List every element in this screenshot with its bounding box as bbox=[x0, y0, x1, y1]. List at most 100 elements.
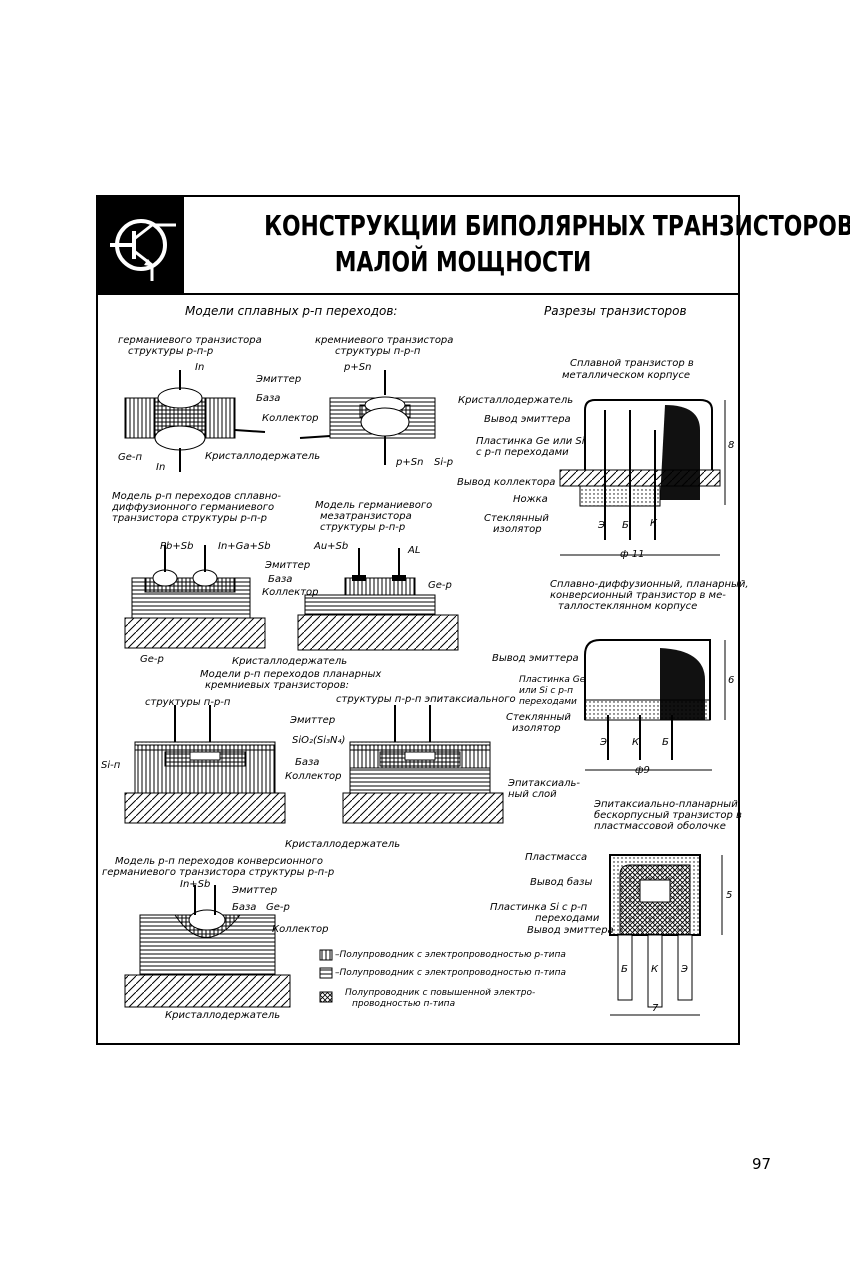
t1-plate-1: Пластинка Ge или Si bbox=[476, 436, 585, 447]
t3-plastic: Пластмасса bbox=[525, 852, 588, 863]
t1-title-1: Сплавной транзистор в bbox=[570, 358, 694, 369]
planar-title-1: Модели р-п переходов планарных bbox=[200, 669, 382, 680]
label-insb: In+Sb bbox=[180, 879, 211, 890]
left-section-title: Модели сплавных р-п переходов: bbox=[185, 304, 398, 318]
alloy-diffusion-model bbox=[124, 545, 266, 649]
page-frame: КОНСТРУКЦИИ БИПОЛЯРНЫХ ТРАНЗИСТОРОВ МАЛО… bbox=[96, 195, 850, 1045]
t3-plate-1: Пластинка Si с р-п bbox=[490, 902, 588, 913]
page-title-line2: МАЛОЙ МОЩНОСТИ bbox=[334, 245, 592, 278]
t2-pin-e: Э bbox=[600, 737, 607, 748]
transistor-metal-glass-case bbox=[584, 639, 726, 771]
label-epi-2: ный слой bbox=[508, 789, 557, 800]
legend-p-type: –Полупроводник с электропроводностью р-т… bbox=[335, 950, 566, 960]
label-holder: Кристаллодержатель bbox=[205, 451, 321, 462]
germ-title-2: структуры р-п-р bbox=[128, 346, 214, 357]
label-holder4: Кристаллодержатель bbox=[165, 1010, 281, 1021]
t1-leg: Ножка bbox=[513, 494, 548, 505]
mesa-title-1: Модель германиевого bbox=[315, 500, 433, 511]
label-holder3: Кристаллодержатель bbox=[285, 839, 401, 850]
diff-title-1: Модель р-п переходов сплавно- bbox=[112, 491, 281, 502]
label-in-bottom: In bbox=[156, 462, 166, 473]
t2-plate-2: или Si с р-п bbox=[519, 686, 574, 696]
conv-title-1: Модель р-п переходов конверсионного bbox=[115, 856, 324, 867]
legend-n-plus-2: проводностью п-типа bbox=[352, 999, 456, 1009]
alloy-germanium-model bbox=[124, 370, 266, 472]
label-base4: База bbox=[232, 902, 257, 913]
t1-collector-lead: Вывод коллектора bbox=[457, 477, 556, 488]
planar-model-1 bbox=[124, 705, 286, 824]
t1-holder: Кристаллодержатель bbox=[458, 395, 574, 406]
t1-title-2: металлическом корпусе bbox=[562, 370, 690, 381]
t3-base-lead: Вывод базы bbox=[530, 877, 593, 888]
label-emitter2: Эмиттер bbox=[265, 560, 311, 571]
diff-title-3: транзистора структуры р-п-р bbox=[112, 513, 267, 524]
label-psn-top: р+Sn bbox=[344, 362, 372, 373]
transistor-logo bbox=[98, 197, 184, 293]
t3-emitter-lead: Вывод эмиттера bbox=[527, 925, 614, 936]
conv-title-2: германиевого транзистора структуры р-п-р bbox=[102, 867, 335, 878]
planar-npn: структуры п-р-п bbox=[145, 697, 231, 708]
germ-title-1: германиевого транзистора bbox=[118, 335, 262, 346]
mesa-title-2: мезатранзистора bbox=[320, 511, 412, 522]
t3-dim-h: 5 bbox=[726, 890, 733, 901]
planar-model-2 bbox=[342, 705, 504, 824]
label-holder2: Кристаллодержатель bbox=[232, 656, 348, 667]
label-ingasb: In+Ga+Sb bbox=[218, 541, 271, 552]
transistor-plastic-package bbox=[609, 854, 723, 1016]
label-collector3: Коллектор bbox=[285, 771, 342, 782]
label-pbsb: Pb+Sb bbox=[160, 541, 194, 552]
legend-swatch-n bbox=[319, 967, 333, 979]
planar-epi: структуры п-р-п эпитаксиального bbox=[336, 694, 516, 705]
t2-title-1: Сплавно-диффузионный, планарный, bbox=[550, 579, 749, 590]
transistor-symbol-icon bbox=[110, 219, 176, 281]
alloy-silicon-model bbox=[299, 370, 436, 465]
label-base2: База bbox=[268, 574, 293, 585]
t2-dim-d: ф9 bbox=[635, 765, 650, 776]
si-title-2: структуры п-р-п bbox=[335, 346, 421, 357]
conversion-model bbox=[124, 885, 291, 1008]
t2-pin-b: Б bbox=[662, 737, 669, 748]
t1-pin-e: Э bbox=[598, 520, 605, 531]
t2-plate-1: Пластинка Ge bbox=[519, 675, 586, 685]
label-gep3: Ge-р bbox=[266, 902, 290, 913]
label-al: AL bbox=[408, 545, 421, 556]
label-si-p: Si-р bbox=[434, 457, 454, 468]
label-sin: Si-п bbox=[101, 760, 121, 771]
t3-pin-b: Б bbox=[621, 964, 628, 975]
label-collector4: Коллектор bbox=[272, 924, 329, 935]
label-in-top: In bbox=[195, 362, 205, 373]
t1-pin-b: Б bbox=[622, 520, 629, 531]
label-collector: Коллектор bbox=[262, 413, 319, 424]
page-number: 97 bbox=[752, 1155, 772, 1173]
t3-pin-k: К bbox=[651, 964, 659, 975]
t3-dim-w: 7 bbox=[652, 1003, 659, 1014]
label-sio2: SiO₂(Si₃N₄) bbox=[292, 735, 346, 746]
header: КОНСТРУКЦИИ БИПОЛЯРНЫХ ТРАНЗИСТОРОВ МАЛО… bbox=[98, 197, 850, 295]
mesa-model bbox=[297, 548, 459, 651]
t1-pin-k: К bbox=[650, 518, 658, 529]
t3-plate-2: переходами bbox=[535, 913, 600, 924]
t1-emitter-lead: Вывод эмиттера bbox=[484, 414, 571, 425]
legend-n-plus-1: Полупроводник с повышенной электро- bbox=[345, 988, 536, 998]
label-emitter4: Эмиттер bbox=[232, 885, 278, 896]
mesa-title-3: структуры р-п-р bbox=[320, 522, 406, 533]
t2-emitter-lead: Вывод эмиттера bbox=[492, 653, 579, 664]
label-ausb: Au+Sb bbox=[314, 541, 349, 552]
label-emitter3: Эмиттер bbox=[290, 715, 336, 726]
label-gep2: Ge-р bbox=[140, 654, 164, 665]
t3-title-3: пластмассовой оболочке bbox=[594, 821, 726, 832]
t1-dim-h: 8 bbox=[728, 440, 735, 451]
t3-title-2: бескорпусный транзистор в bbox=[594, 810, 742, 821]
diff-title-2: диффузионного германиевого bbox=[112, 502, 275, 513]
t2-plate-3: переходами bbox=[519, 697, 577, 707]
t2-pin-k: К bbox=[632, 737, 640, 748]
t2-glass-1: Стеклянный bbox=[506, 712, 571, 723]
t3-title-1: Эпитаксиально-планарный bbox=[594, 799, 738, 810]
legend-swatch-p bbox=[319, 949, 333, 961]
t1-glass-1: Стеклянный bbox=[484, 513, 549, 524]
label-collector2: Коллектор bbox=[262, 587, 319, 598]
t2-glass-2: изолятор bbox=[512, 723, 561, 734]
t2-title-3: таллостеклянном корпусе bbox=[558, 601, 698, 612]
legend-swatch-n-plus bbox=[319, 991, 333, 1003]
